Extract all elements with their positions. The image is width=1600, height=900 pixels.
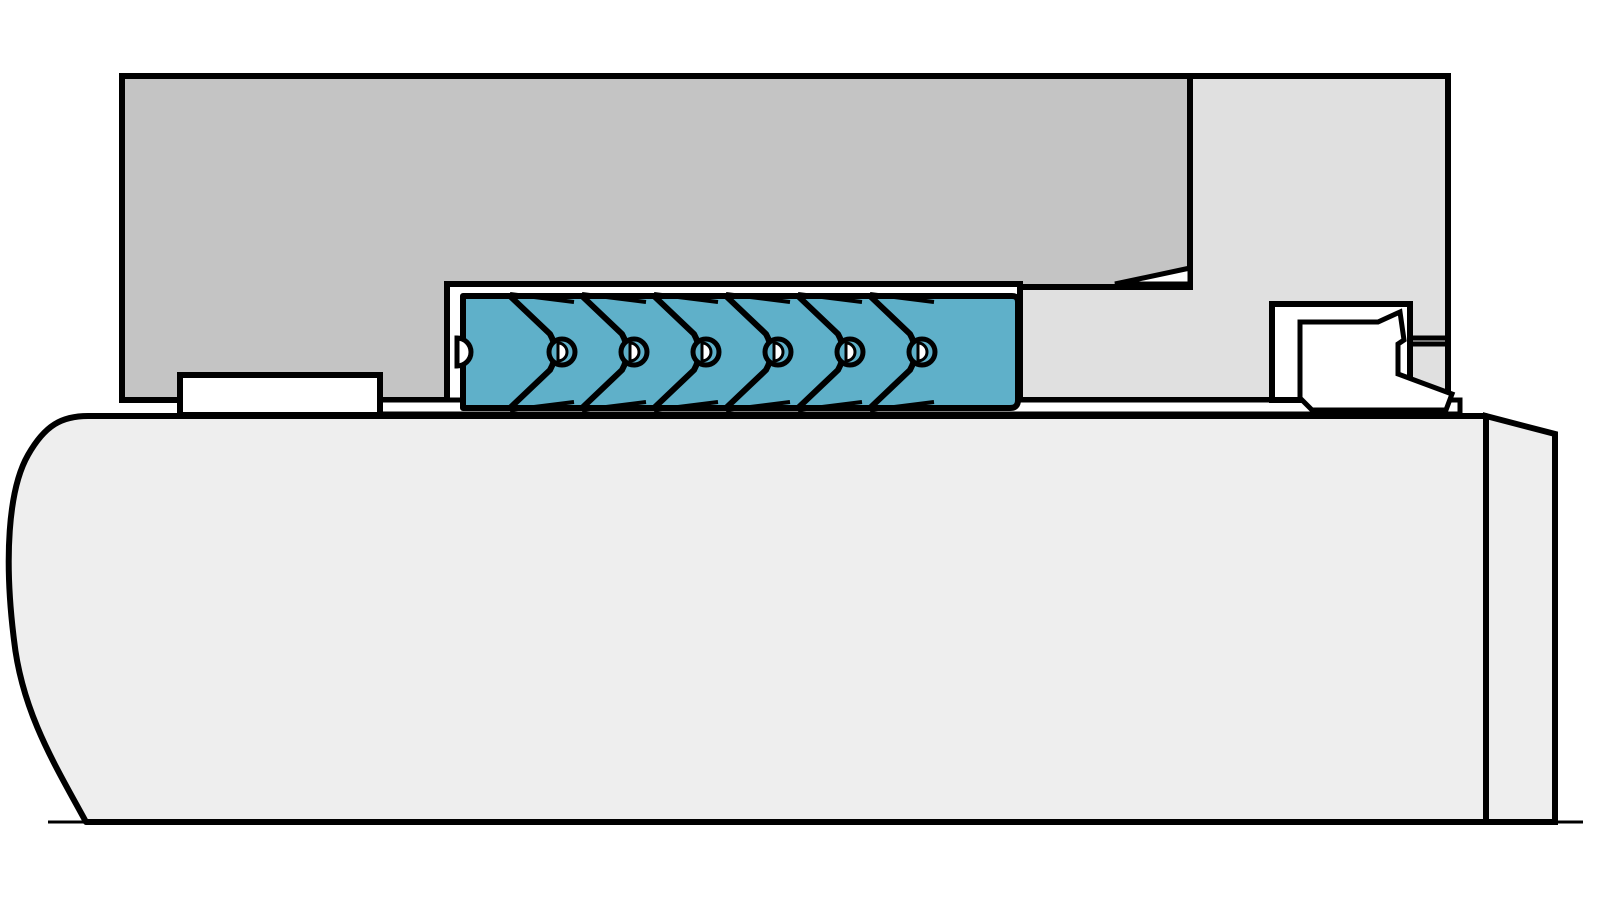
seal-ring-top-lip bbox=[725, 292, 791, 304]
wiper-step bbox=[1410, 335, 1451, 347]
shaft-body bbox=[5, 413, 1489, 825]
seal-ring-bottom-lip bbox=[653, 400, 719, 412]
seal-stack-body bbox=[460, 293, 1021, 411]
seal-ring-bead-hole bbox=[844, 341, 857, 363]
seal-ring-bottom-lip bbox=[509, 400, 575, 412]
gland-wedge bbox=[1114, 264, 1193, 287]
head-adapter-notch bbox=[454, 335, 474, 369]
seal-ring-bead-hole bbox=[916, 341, 929, 363]
seal-ring-bottom-lip bbox=[725, 400, 791, 412]
housing-groove bbox=[177, 372, 383, 418]
seal-ring-bottom-lip bbox=[581, 400, 647, 412]
seal-ring-top-lip bbox=[509, 292, 575, 304]
seal-ring-bead-hole bbox=[772, 341, 785, 363]
seal-ring-bead-hole bbox=[628, 341, 641, 363]
shaft-end-step bbox=[1483, 412, 1558, 825]
seal-ring-bottom-lip bbox=[869, 400, 935, 412]
seal-ring-top-lip bbox=[869, 292, 935, 304]
seal-ring-top-lip bbox=[581, 292, 647, 304]
seal-ring-bead-hole bbox=[556, 341, 569, 363]
seal-ring-stack bbox=[454, 292, 1021, 412]
seal-ring-bead-hole bbox=[700, 341, 713, 363]
seal-ring-top-lip bbox=[797, 292, 863, 304]
seal-ring-bottom-lip bbox=[797, 400, 863, 412]
seal-ring-top-lip bbox=[653, 292, 719, 304]
wiper-ring bbox=[1297, 308, 1456, 413]
